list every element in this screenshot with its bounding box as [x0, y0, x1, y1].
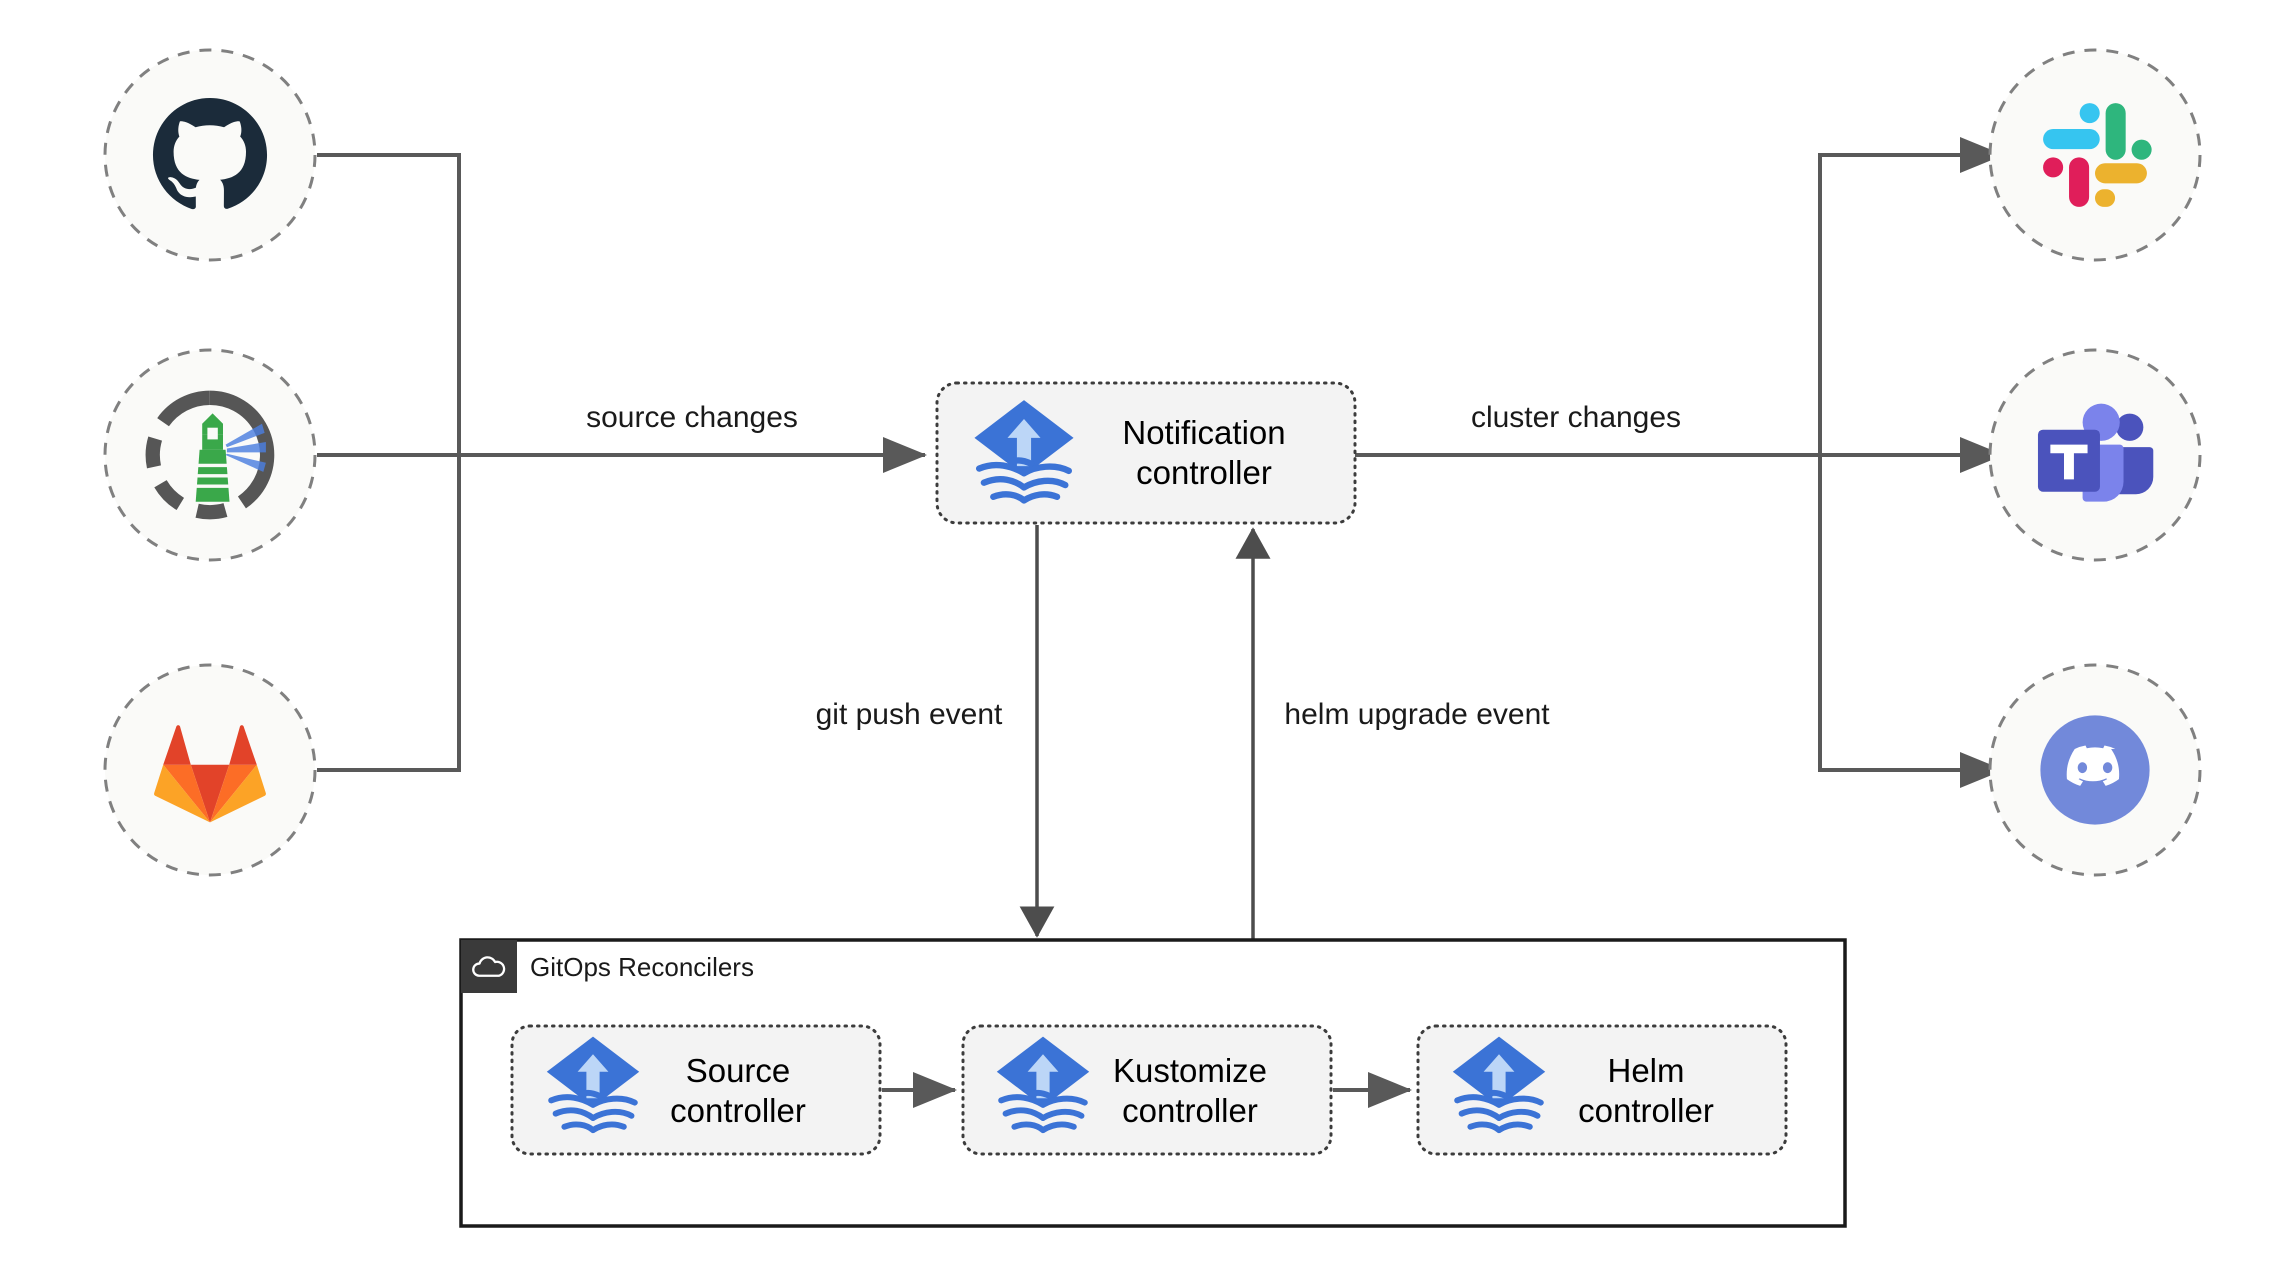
edge-git-push-event: git push event [816, 525, 1055, 938]
helm-upgrade-event-label: helm upgrade event [1284, 698, 1550, 731]
source-node-gitlab[interactable] [103, 663, 317, 877]
helm-controller-line1: Helm [1607, 1052, 1684, 1089]
destination-node-teams[interactable] [1988, 348, 2202, 562]
edge-cluster-changes: cluster changes [1355, 137, 2004, 788]
helm-controller-frame [1416, 1024, 1788, 1156]
git-push-event-label: git push event [816, 698, 1003, 731]
edge-helm-upgrade-event: helm upgrade event [1235, 527, 1550, 940]
source-bus-line [317, 153, 461, 772]
github-node-circle [103, 48, 317, 262]
helm-controller-box[interactable]: Helm controller [1416, 1024, 1788, 1156]
cluster-to-discord-arrow [1818, 455, 2004, 788]
source-node-github[interactable] [103, 48, 317, 262]
notification-controller-line1: Notification [1122, 414, 1285, 451]
source-node-flux[interactable] [103, 348, 317, 562]
source-controller-frame [510, 1024, 882, 1156]
helm-controller-line2: controller [1578, 1092, 1714, 1129]
gitops-reconcilers-container: GitOps Reconcilers Source controller Kus… [459, 938, 1847, 1228]
discord-icon [2040, 715, 2150, 825]
source-controller-line2: controller [670, 1092, 806, 1129]
kustomize-controller-line2: controller [1122, 1092, 1258, 1129]
destination-node-slack[interactable] [1988, 48, 2202, 262]
slack-node-circle [1988, 48, 2202, 262]
kustomize-controller-line1: Kustomize [1113, 1052, 1267, 1089]
gitops-container-title: GitOps Reconcilers [530, 952, 754, 982]
source-controller-line1: Source [686, 1052, 791, 1089]
source-changes-label: source changes [586, 401, 798, 434]
notification-controller-line2: controller [1136, 454, 1272, 491]
gitops-container-frame [459, 938, 1847, 1228]
kustomize-controller-frame [961, 1024, 1333, 1156]
edge-source-changes: source changes [317, 153, 927, 772]
cluster-to-slack-arrow [1818, 137, 2004, 455]
notification-controller-box[interactable]: Notification controller [935, 381, 1357, 525]
kustomize-controller-box[interactable]: Kustomize controller [961, 1024, 1333, 1156]
cluster-changes-label: cluster changes [1471, 401, 1681, 434]
destination-node-discord[interactable] [1988, 663, 2202, 877]
gitops-container-tab [461, 940, 517, 993]
source-controller-box[interactable]: Source controller [510, 1024, 882, 1156]
